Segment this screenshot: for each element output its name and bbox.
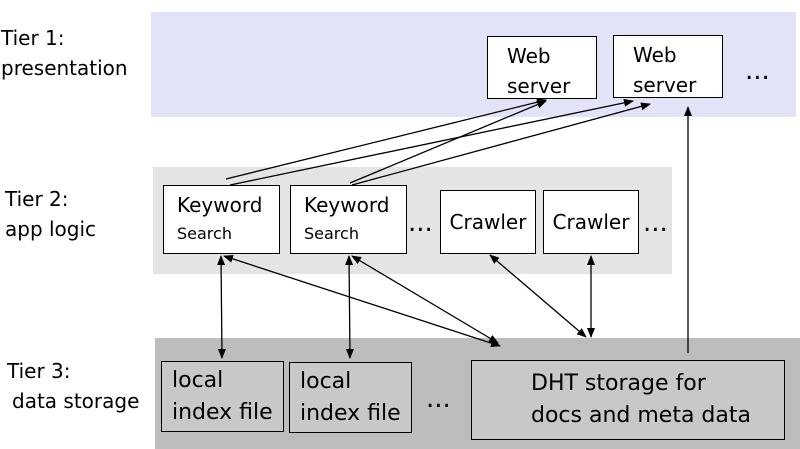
web-server-label-line2: server [507, 74, 571, 98]
keyword-search-subtitle: Search [304, 224, 359, 243]
keyword-search-box: Keyword Search [290, 185, 407, 254]
tier-3-label: Tier 3: data storage [7, 356, 139, 416]
index-file-label-line1: local [300, 369, 352, 394]
arrow-kw2-dht [351, 255, 499, 344]
arrow-kw1-to-web1 [225, 98, 547, 180]
keyword-search-subtitle: Search [177, 224, 232, 243]
tier-2-title: Tier 2: [5, 187, 69, 211]
arrow-kw1-to-web2 [229, 98, 634, 186]
web-server-box: Web server [487, 36, 597, 99]
crawler-label: Crawler [449, 210, 527, 234]
tier-2-label: Tier 2: app logic [5, 184, 96, 244]
tier-1-title: Tier 1: [1, 26, 65, 50]
index-file-label-line1: local [172, 368, 224, 393]
arrow-kw1-index1 [217, 255, 226, 359]
index-file-label-line2: index file [300, 401, 401, 426]
arrow-crawler1-dht [489, 254, 587, 338]
dht-storage-label-line2: docs and meta data [531, 403, 751, 428]
local-index-file-box: local index file [161, 361, 284, 432]
arrow-kw1-dht [223, 254, 501, 348]
tier-3-ellipsis: ... [426, 384, 451, 414]
web-server-label-line1: Web [507, 44, 551, 68]
crawler-label: Crawler [552, 210, 630, 234]
tier-1-subtitle: presentation [1, 56, 128, 80]
tier-2-ellipsis-keyword: ... [408, 208, 433, 238]
web-server-label-line2: server [633, 73, 697, 97]
web-server-box: Web server [613, 35, 723, 98]
web-server-label-line1: Web [633, 43, 677, 67]
arrow-kw2-index2 [345, 255, 354, 359]
crawler-box: Crawler [543, 190, 639, 254]
tier-3-title: Tier 3: [7, 359, 71, 383]
index-file-label-line2: index file [172, 400, 273, 425]
tier-2-ellipsis-crawler: ... [643, 208, 668, 238]
keyword-search-title: Keyword [177, 193, 263, 217]
tier-1-label: Tier 1: presentation [1, 23, 128, 83]
tier-1-ellipsis: ... [745, 56, 770, 86]
tier-2-subtitle: app logic [5, 217, 97, 241]
local-index-file-box: local index file [289, 362, 412, 433]
keyword-search-box: Keyword Search [163, 185, 280, 254]
crawler-box: Crawler [440, 190, 536, 254]
tier-3-subtitle: data storage [12, 389, 140, 413]
arrow-kw2-to-web2 [351, 102, 651, 186]
dht-storage-box: DHT storage for docs and meta data [471, 360, 785, 440]
arrow-kw2-to-web1 [349, 100, 547, 184]
dht-storage-label-line1: DHT storage for [531, 371, 706, 396]
keyword-search-title: Keyword [304, 193, 390, 217]
